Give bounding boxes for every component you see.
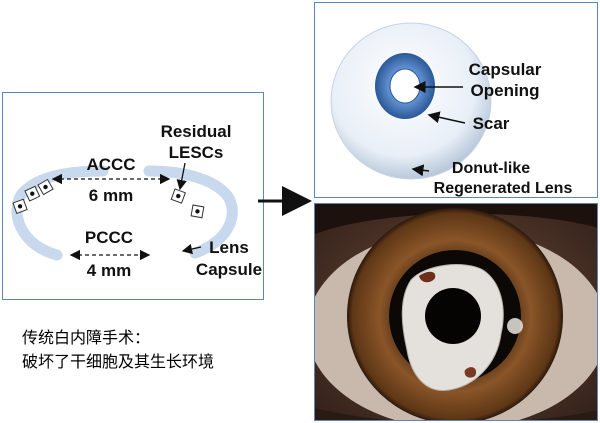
scar-label: Scar	[473, 114, 510, 133]
residual-lescs-arrow	[176, 162, 187, 191]
residual-lescs-label-line2: LESCs	[169, 143, 224, 162]
tissue-stain	[419, 271, 436, 283]
pccc-size: 4 mm	[87, 261, 131, 280]
lesc-cell	[190, 204, 205, 219]
eyelid-bottom	[315, 408, 597, 420]
lesc-cell	[170, 188, 186, 204]
caption-line1: 传统白内障手术：	[22, 328, 151, 347]
caption-line2: 破坏了干细胞及其生长环境	[22, 352, 215, 371]
accc-label: ACCC	[86, 155, 135, 174]
central-opening	[425, 288, 481, 344]
lens-capsule-ring	[11, 165, 238, 261]
donut-lens-label-line1: Donut-like	[452, 160, 530, 177]
eye-photo	[315, 204, 597, 420]
scar-arrow	[427, 111, 466, 124]
pccc-label: PCCC	[85, 228, 133, 247]
capsule-diagram-panel: ACCC 6 mm Residual LESCs PCCC 4 mm Lens …	[2, 92, 264, 300]
lens-capsule-label-line2: Capsule	[196, 260, 262, 279]
capsular-opening-label-line1: Capsular	[469, 60, 542, 79]
light-reflection	[507, 318, 523, 334]
donut-lens-arrow	[411, 164, 430, 177]
residual-lescs-label-line1: Residual	[161, 122, 232, 141]
tissue-stain	[464, 367, 477, 378]
caption: 传统白内障手术： 破坏了干细胞及其生长环境	[22, 326, 214, 374]
eye-photo-panel	[314, 203, 598, 421]
regenerated-lens-diagram: Capsular Opening Scar Donut-like Regener…	[330, 22, 573, 197]
lesc-cell	[24, 185, 41, 202]
eyelid-top	[315, 204, 597, 234]
donut-lens-label-line2: Regenerated Lens	[434, 180, 573, 197]
lens-capsule-label-line1: Lens	[209, 238, 249, 257]
lesc-cell	[12, 198, 28, 214]
regenerated-lens-panel: Capsular Opening Scar Donut-like Regener…	[314, 2, 598, 198]
accc-size: 6 mm	[89, 186, 133, 205]
capsular-opening	[389, 68, 421, 104]
lesc-cell	[37, 178, 54, 196]
capsule-diagram: ACCC 6 mm Residual LESCs PCCC 4 mm Lens …	[11, 122, 262, 280]
capsular-opening-label-line2: Opening	[471, 81, 540, 100]
lens-capsule-arrow	[181, 243, 202, 255]
